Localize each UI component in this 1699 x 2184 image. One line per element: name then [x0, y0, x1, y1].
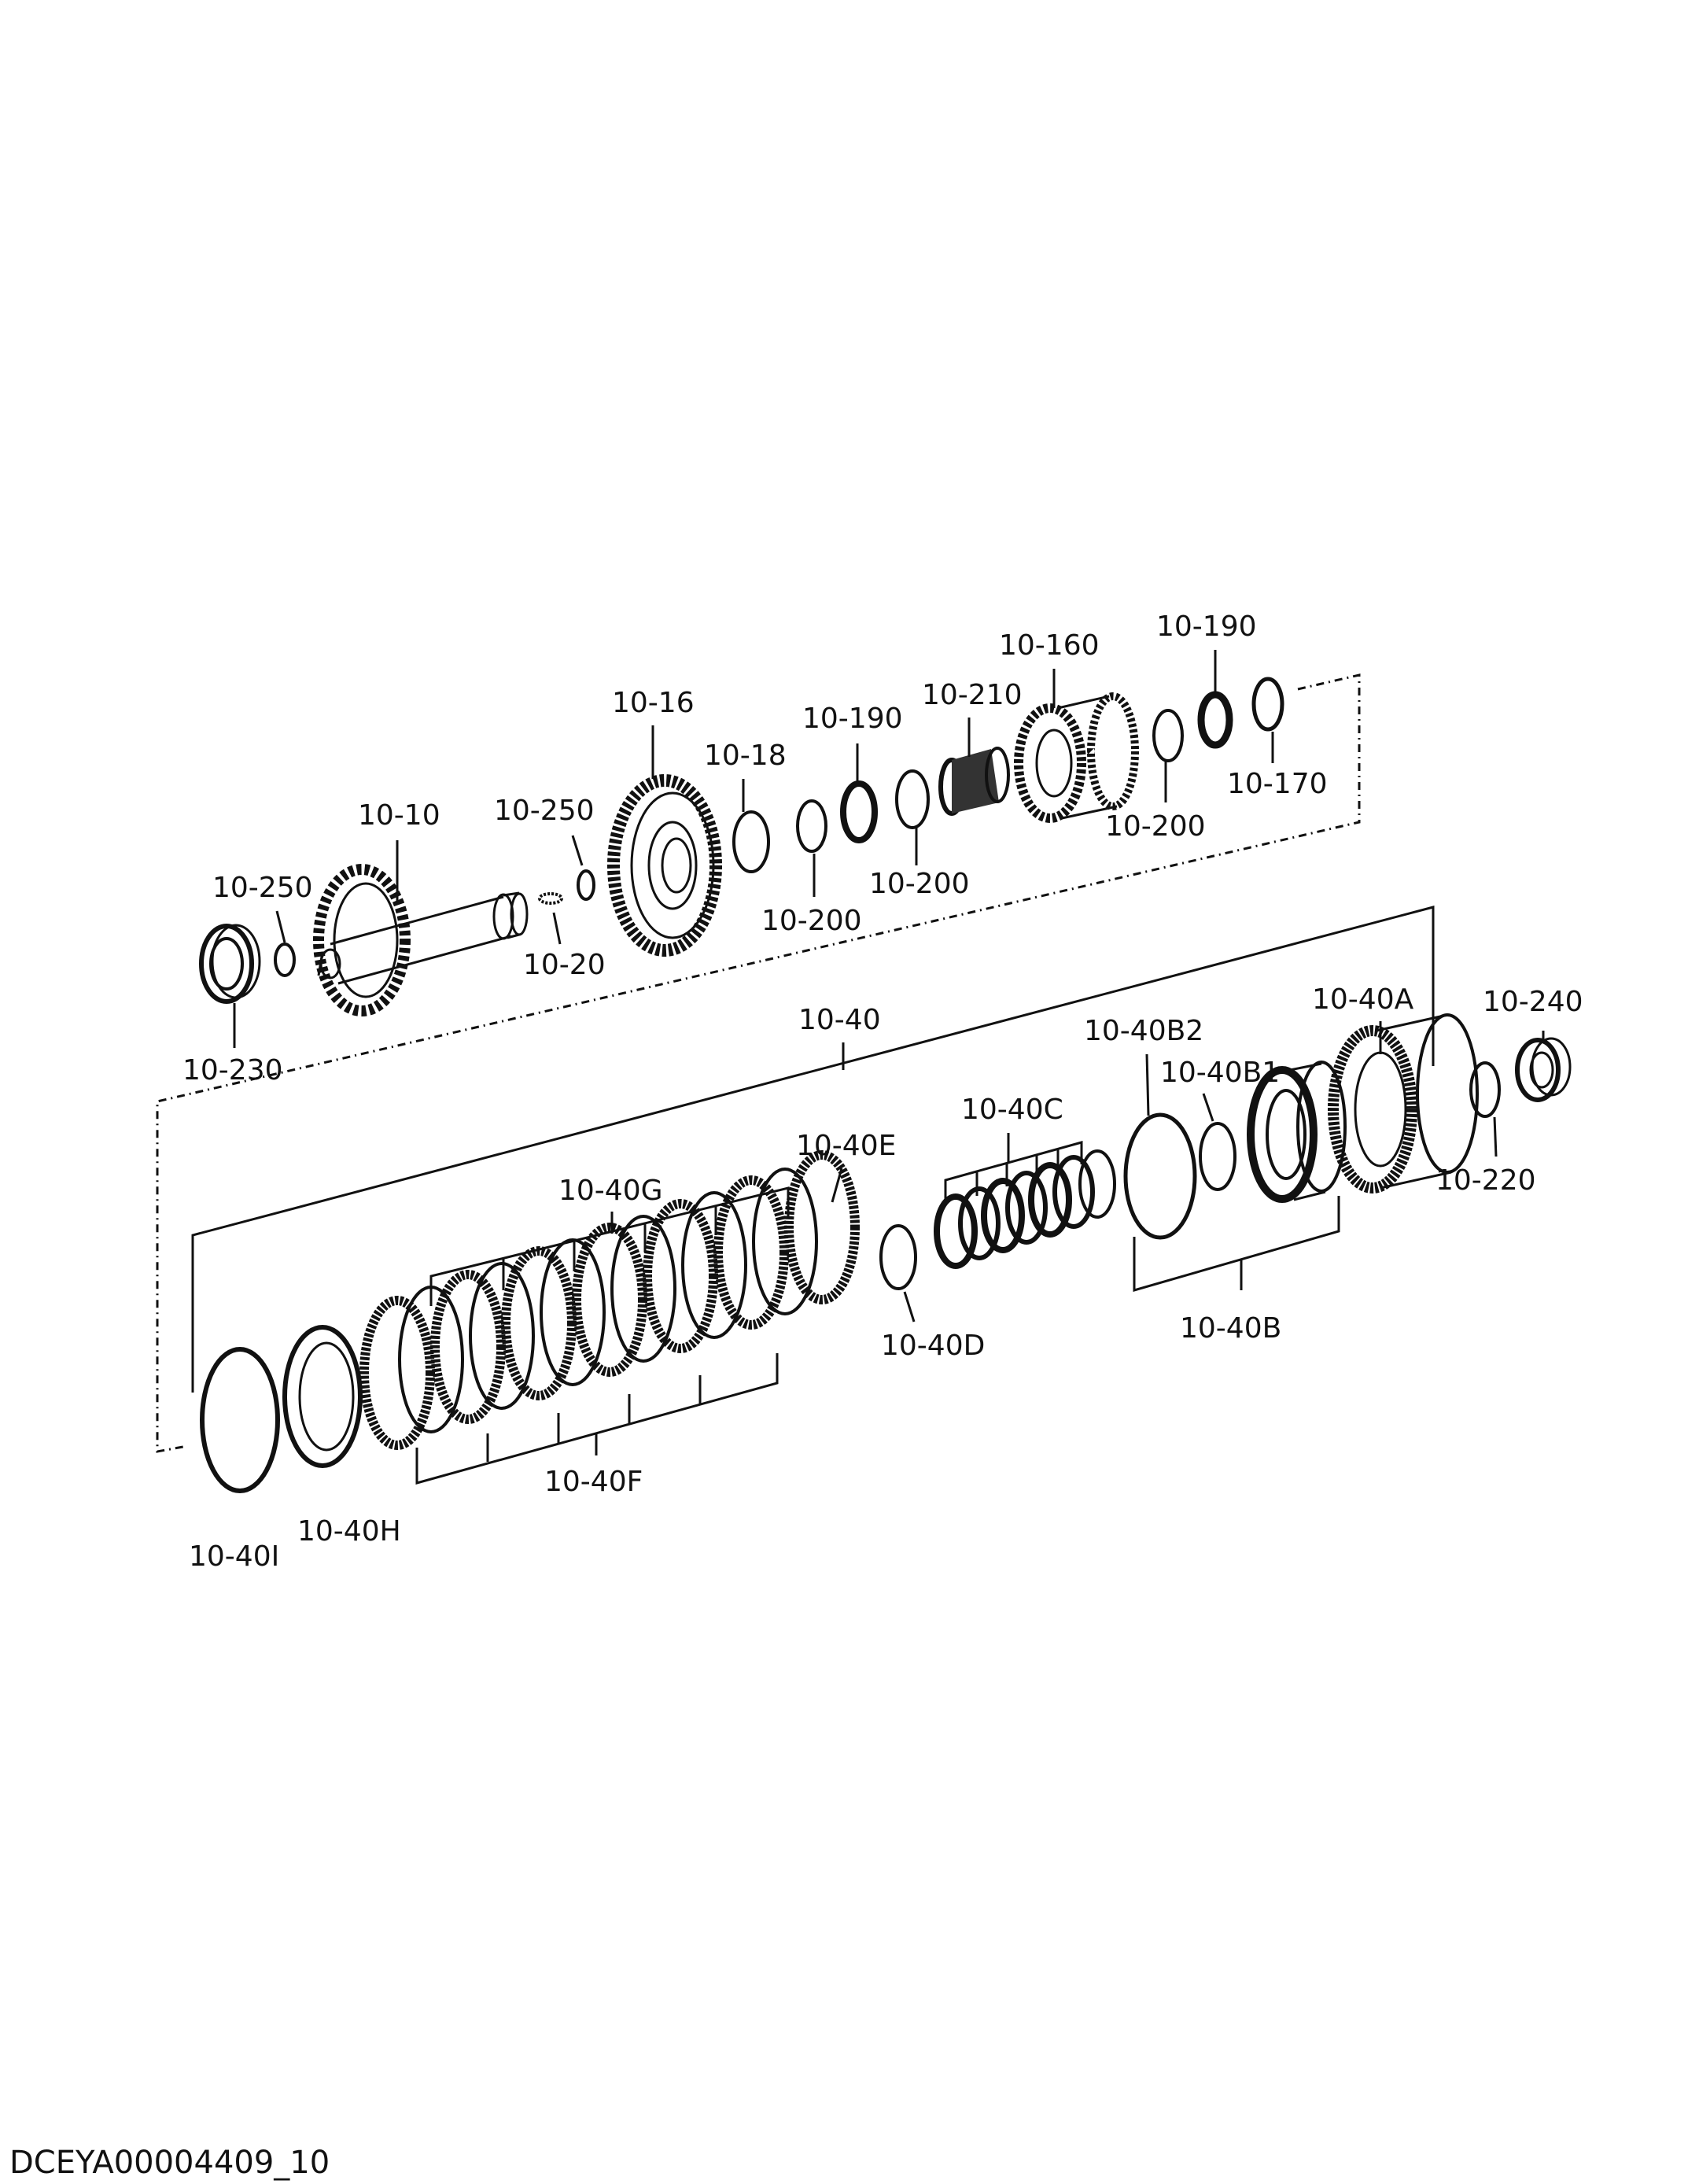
leader-10-40B1 — [1202, 1093, 1214, 1122]
part-10-40I-ring — [200, 1347, 280, 1493]
leader-10-250-left — [275, 910, 286, 943]
label-10-40: 10-40 — [798, 1004, 881, 1036]
part-10-40B-piston — [1247, 1061, 1347, 1203]
label-10-40E: 10-40E — [796, 1130, 896, 1162]
part-10-200-washer-b — [895, 769, 930, 829]
label-10-190-a: 10-190 — [802, 703, 903, 735]
part-10-160-gear — [1014, 692, 1139, 823]
bracket-10-40 — [191, 906, 1435, 1393]
leader-10-250-right — [571, 835, 584, 866]
leader-10-40D — [903, 1291, 916, 1323]
part-10-40C-springs — [934, 1149, 1116, 1269]
upper-assembly-outline — [156, 673, 1361, 1453]
label-10-200-a: 10-200 — [761, 905, 862, 937]
label-10-170: 10-170 — [1227, 768, 1328, 800]
part-10-230-bearing — [199, 924, 261, 1004]
label-10-40D: 10-40D — [881, 1330, 985, 1362]
leader-10-40B2 — [1145, 1053, 1150, 1116]
part-10-170-ring — [1251, 677, 1284, 732]
label-10-18: 10-18 — [704, 740, 787, 772]
bracket-10-40C — [944, 1141, 1083, 1204]
part-10-240-bearing — [1515, 1037, 1572, 1102]
label-10-40C: 10-40C — [961, 1094, 1063, 1126]
part-10-16-gear — [607, 774, 722, 957]
bracket-10-40G — [429, 1186, 790, 1306]
bracket-10-40F — [415, 1353, 779, 1485]
part-10-250-ring-right — [577, 869, 595, 901]
part-10-190-ring-b — [1197, 691, 1233, 749]
part-10-20-pin — [538, 892, 563, 905]
leader-10-40E — [831, 1168, 843, 1203]
part-10-210-needle-bearing — [938, 747, 1010, 816]
bracket-10-40B — [1133, 1196, 1340, 1292]
part-10-18-snap-ring — [732, 810, 770, 873]
label-10-190-b: 10-190 — [1156, 611, 1257, 643]
label-10-240: 10-240 — [1483, 986, 1583, 1018]
label-10-210: 10-210 — [922, 679, 1023, 711]
part-10-220-snap-ring — [1469, 1061, 1501, 1118]
label-10-10: 10-10 — [358, 799, 440, 832]
part-10-40D-ring — [879, 1224, 917, 1290]
label-10-40G: 10-40G — [558, 1175, 663, 1207]
label-10-40F: 10-40F — [544, 1466, 643, 1498]
drawing-code: DCEYA00004409_10 — [9, 2145, 330, 2181]
label-10-160: 10-160 — [999, 629, 1100, 662]
part-10-40B2-ring — [1123, 1112, 1197, 1240]
label-10-200-c: 10-200 — [1105, 810, 1206, 843]
label-10-250-left: 10-250 — [212, 872, 313, 904]
leader-10-20 — [552, 912, 562, 945]
part-10-40A-drum — [1328, 1013, 1479, 1193]
label-10-40B: 10-40B — [1180, 1312, 1281, 1345]
label-10-16: 10-16 — [612, 687, 695, 719]
part-10-190-ring-a — [840, 780, 878, 843]
part-10-10-shaft-gear — [313, 864, 529, 1016]
part-10-40H-plate — [282, 1325, 363, 1468]
part-10-250-ring-left — [274, 943, 296, 977]
label-10-230: 10-230 — [182, 1054, 283, 1086]
label-10-250-right: 10-250 — [494, 795, 595, 827]
label-10-40B2: 10-40B2 — [1084, 1015, 1203, 1047]
leader-10-220 — [1493, 1116, 1498, 1157]
part-10-200-washer-a — [796, 799, 827, 853]
label-10-40H: 10-40H — [297, 1515, 401, 1548]
label-10-40A: 10-40A — [1312, 983, 1414, 1016]
part-10-40F-10-40G-clutch-pack — [359, 1150, 860, 1450]
label-10-220: 10-220 — [1435, 1164, 1536, 1197]
label-10-200-b: 10-200 — [869, 868, 970, 900]
part-10-40B1-ring — [1199, 1122, 1236, 1191]
label-10-40B1: 10-40B1 — [1160, 1057, 1280, 1089]
label-10-40I: 10-40I — [189, 1540, 279, 1573]
label-10-20: 10-20 — [523, 949, 606, 981]
part-10-200-washer-c — [1152, 709, 1184, 762]
